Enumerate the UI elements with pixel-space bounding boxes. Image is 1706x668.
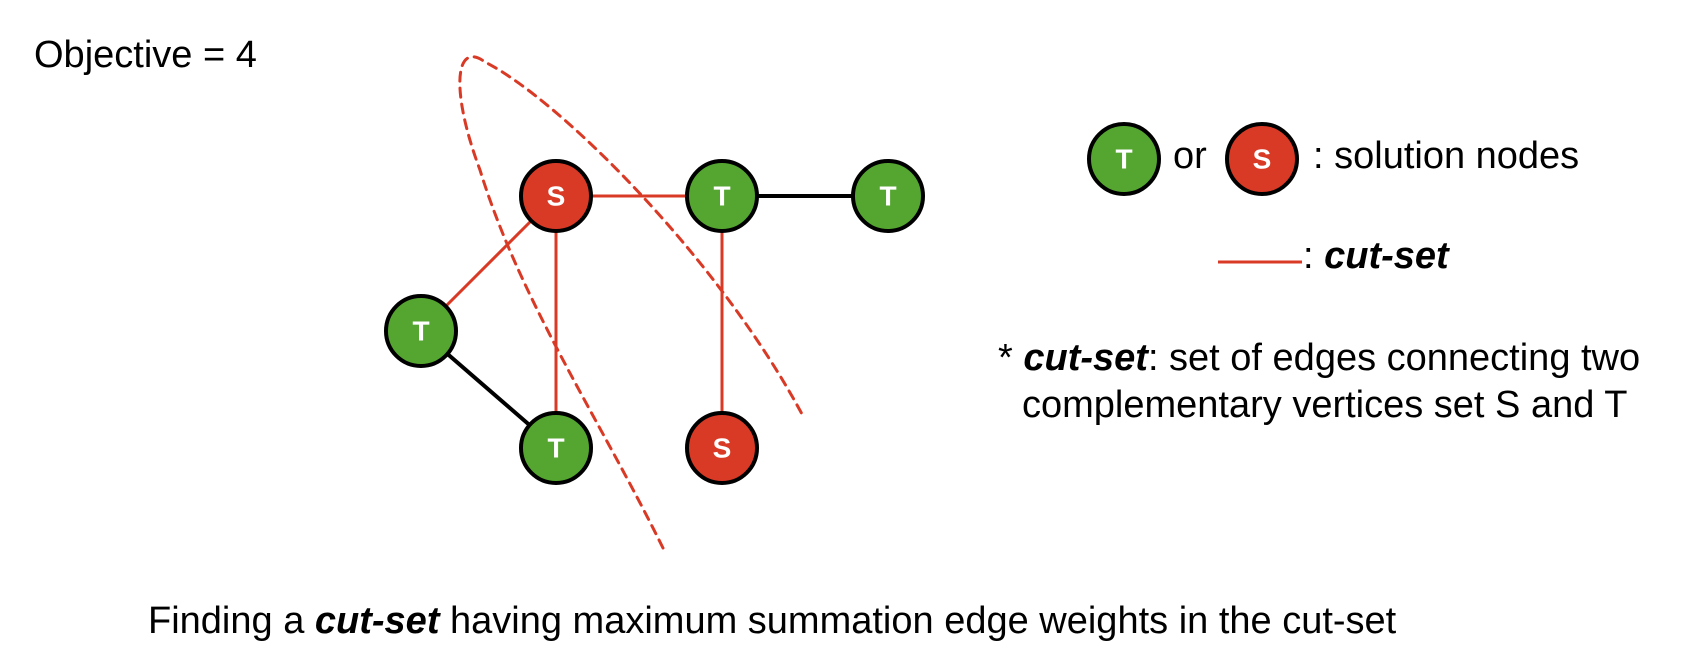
node-label: S [547, 181, 566, 212]
node-t-right: T [851, 159, 925, 233]
node-label: T [713, 181, 730, 212]
node-label: T [879, 181, 896, 212]
legend-node-s-label: S [1253, 144, 1272, 175]
node-s-top: S [519, 159, 593, 233]
note-line1-rest: : set of edges connecting two [1147, 337, 1641, 379]
cut-boundary-curve [458, 55, 805, 550]
legend-node-t-label: T [1115, 144, 1132, 175]
legend-or-text: or [1173, 135, 1207, 177]
footer-before: Finding a [148, 600, 315, 642]
graph-edges [419, 194, 888, 450]
node-label: T [547, 433, 564, 464]
graph-nodes: S T T T T S [384, 159, 925, 485]
objective-text: Objective = 4 [34, 34, 257, 76]
footer-after: having maximum summation edge weights in… [439, 600, 1397, 642]
legend-solution-text: : solution nodes [1313, 135, 1580, 177]
cut-set-note-line2: complementary vertices set S and T [1022, 384, 1628, 426]
note-term: cut-set [1023, 337, 1148, 379]
node-t-left: T [384, 294, 458, 368]
legend-cut-label: cut-set [1324, 235, 1449, 277]
note-prefix: * [998, 337, 1024, 379]
legend-node-t: T [1087, 122, 1161, 196]
footer-term: cut-set [314, 600, 440, 642]
legend-cut-prefix: : [1303, 235, 1325, 277]
node-t-middle: T [685, 159, 759, 233]
node-label: T [412, 316, 429, 347]
legend-node-s: S [1225, 122, 1299, 196]
node-s-bottom: S [685, 411, 759, 485]
cut-set-note-line1: * cut-set: set of edges connecting two [998, 337, 1640, 381]
legend-cut-text: : cut-set [1303, 235, 1449, 279]
footer-caption: Finding a cut-set having maximum summati… [148, 600, 1396, 644]
node-t-bottom: T [519, 411, 593, 485]
node-label: S [713, 433, 732, 464]
